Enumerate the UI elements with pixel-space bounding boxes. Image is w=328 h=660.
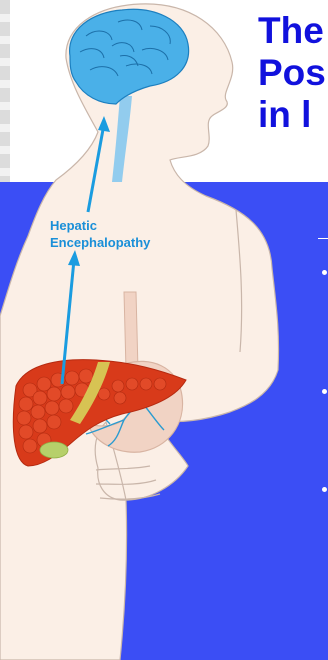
hepatic-encephalopathy-label: Hepatic Encephalopathy <box>50 217 150 251</box>
label-line-2: Encephalopathy <box>50 234 150 251</box>
label-line-1: Hepatic <box>50 217 150 234</box>
gallbladder-icon <box>40 442 68 458</box>
body-silhouette <box>0 4 279 660</box>
esophagus <box>124 292 138 370</box>
